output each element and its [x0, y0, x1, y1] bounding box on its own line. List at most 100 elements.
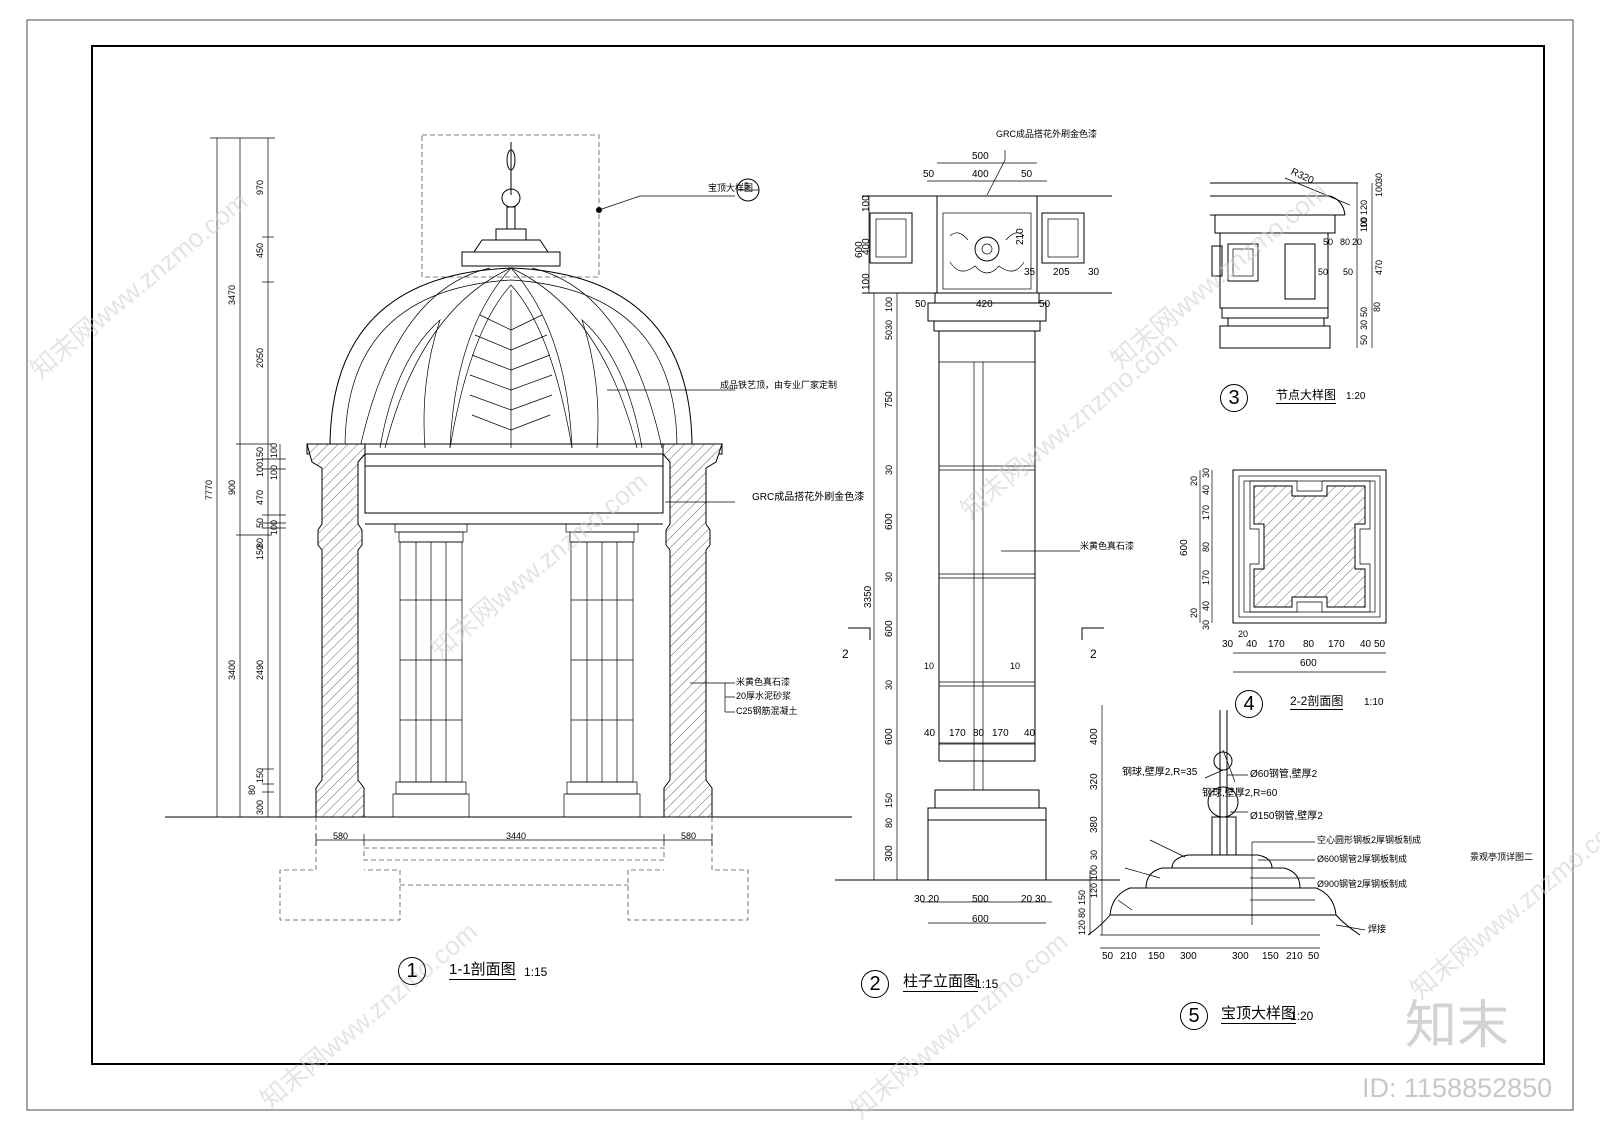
id-watermark: ID: 1158852850: [1362, 1073, 1553, 1103]
dim-label: 3350: [863, 585, 874, 608]
dim-label: 100: [1374, 181, 1384, 197]
dim-label: 50: [1102, 951, 1114, 962]
dim-label: 50: [1039, 299, 1051, 310]
dim-label: 170: [1328, 639, 1345, 650]
dim-label: 600: [884, 513, 895, 530]
dim-label: 210: [1015, 228, 1026, 245]
dim-label: 30: [884, 571, 894, 582]
dim-label: 80: [1372, 301, 1382, 312]
dim-label: 470: [1374, 259, 1384, 275]
dim-label: 30: [1089, 849, 1099, 860]
finial-note: 钢球,壁厚2,R=60: [1202, 788, 1278, 799]
watermark-layer: 知末网www.znzmo.com 知末网www.znzmo.com 知末网www…: [25, 176, 1600, 1124]
dim-label: 2490: [255, 659, 265, 680]
dim-label: 20: [1352, 237, 1363, 247]
dim-label: 35: [1024, 267, 1036, 278]
dim-label: 150: [1262, 951, 1279, 962]
section-2-2-view: [1199, 469, 1387, 673]
dim-label: 7770: [204, 479, 214, 500]
finial-callout-box: [421, 134, 600, 278]
watermark-text: 知末网www.znzmo.com: [955, 326, 1183, 524]
dim-label: 150: [1077, 889, 1087, 905]
left-column-section: [306, 443, 366, 818]
dim-label: 100: [269, 464, 279, 480]
brand-watermark: 知末: [1405, 997, 1510, 1055]
finial-note: 焊接: [1368, 924, 1387, 934]
finial-note: Ø60钢管,壁厚2: [1250, 769, 1318, 780]
dim-label: 100: [255, 461, 265, 477]
dim-label: 300: [255, 799, 265, 815]
dim-label: 150: [884, 792, 894, 808]
dim-label: 100: [1359, 216, 1369, 232]
dim-label: 600: [972, 914, 989, 925]
dim-label: 50: [1374, 639, 1386, 650]
watermark-text: 知末网www.znzmo.com: [255, 916, 483, 1114]
dim-label: 300: [884, 845, 895, 862]
dim-label: 20: [1189, 475, 1199, 486]
grc-note: GRC成品搭花外刷金色漆: [752, 492, 865, 503]
dim-label: 30: [1222, 639, 1234, 650]
outer-frame: [26, 19, 1574, 1111]
dim-label: 100: [884, 296, 894, 312]
watermark-text: 知末网www.znzmo.com: [845, 926, 1073, 1124]
dim-label: 580: [333, 831, 349, 841]
dim-label: 50: [1359, 334, 1369, 345]
dim-label: 600: [1300, 658, 1317, 669]
section-mark: 2: [1090, 647, 1097, 661]
dim-label: 40: [1246, 639, 1258, 650]
dim-label: 50: [1359, 306, 1369, 317]
view-number: 5: [1180, 1002, 1208, 1030]
finial-note: Ø600钢管2厚钢板制成: [1317, 854, 1408, 864]
dim-label: 20: [928, 894, 940, 905]
dim-label: 40: [1360, 639, 1372, 650]
finial-note: Ø900钢管2厚钢板制成: [1317, 879, 1408, 889]
dim-label: 50: [1343, 267, 1354, 277]
view-scale: 1:20: [1290, 1009, 1314, 1023]
dim-label: 30: [884, 319, 894, 330]
dim-label: 50: [1318, 267, 1329, 277]
dim-label: 170: [949, 728, 966, 739]
dim-label: 150: [255, 767, 265, 783]
dim-label: 30: [914, 894, 926, 905]
dim-label: 30: [884, 464, 894, 475]
column-elevation-view: [835, 150, 1120, 924]
dim-label: 30: [1035, 894, 1047, 905]
dim-label: 80: [1303, 639, 1315, 650]
dim-label: 10: [1010, 661, 1021, 671]
dim-label: 170: [1201, 569, 1211, 585]
dim-label: 80: [1201, 541, 1211, 552]
dim-label: 100: [269, 442, 279, 458]
dim-label: 100: [861, 195, 872, 212]
detail-ref-num: 5: [744, 181, 750, 191]
dim-label: 50: [1308, 951, 1320, 962]
dim-label: 80: [973, 728, 985, 739]
view-title: 2-2剖面图: [1290, 694, 1344, 710]
view-number: 3: [1220, 384, 1248, 412]
view-title: 1-1剖面图: [449, 961, 516, 980]
dim-label: 320: [1089, 773, 1100, 790]
dim-label: 50: [884, 329, 894, 340]
dim-label: 3470: [227, 284, 237, 305]
dim-label: 30: [1088, 267, 1100, 278]
dim-label: 100: [1089, 864, 1099, 880]
dim-label: 500: [972, 894, 989, 905]
dim-label: 900: [227, 479, 237, 495]
dim-label: 40: [924, 728, 936, 739]
dim-label: 420: [976, 299, 993, 310]
dim-label: 80: [1077, 907, 1087, 918]
dim-label: 600: [884, 728, 895, 745]
watermark-text: 知末网www.znzmo.com: [1405, 806, 1600, 1004]
stone-note: 米黄色真石漆: [1080, 541, 1135, 551]
dim-label: 30: [1359, 319, 1369, 330]
dim-label: 300: [1232, 951, 1249, 962]
dim-label: 150: [255, 544, 265, 560]
watermark-text: 知末网www.znzmo.com: [25, 186, 253, 384]
view-scale: 1:15: [975, 977, 999, 991]
dim-label: 50: [915, 299, 927, 310]
material-note: 20厚水泥砂浆: [736, 691, 792, 701]
right-column-section: [662, 443, 723, 818]
dim-label: 80: [1340, 237, 1351, 247]
material-note: C25钢筋混凝土: [736, 706, 798, 716]
view-title: 节点大样图: [1276, 388, 1337, 404]
